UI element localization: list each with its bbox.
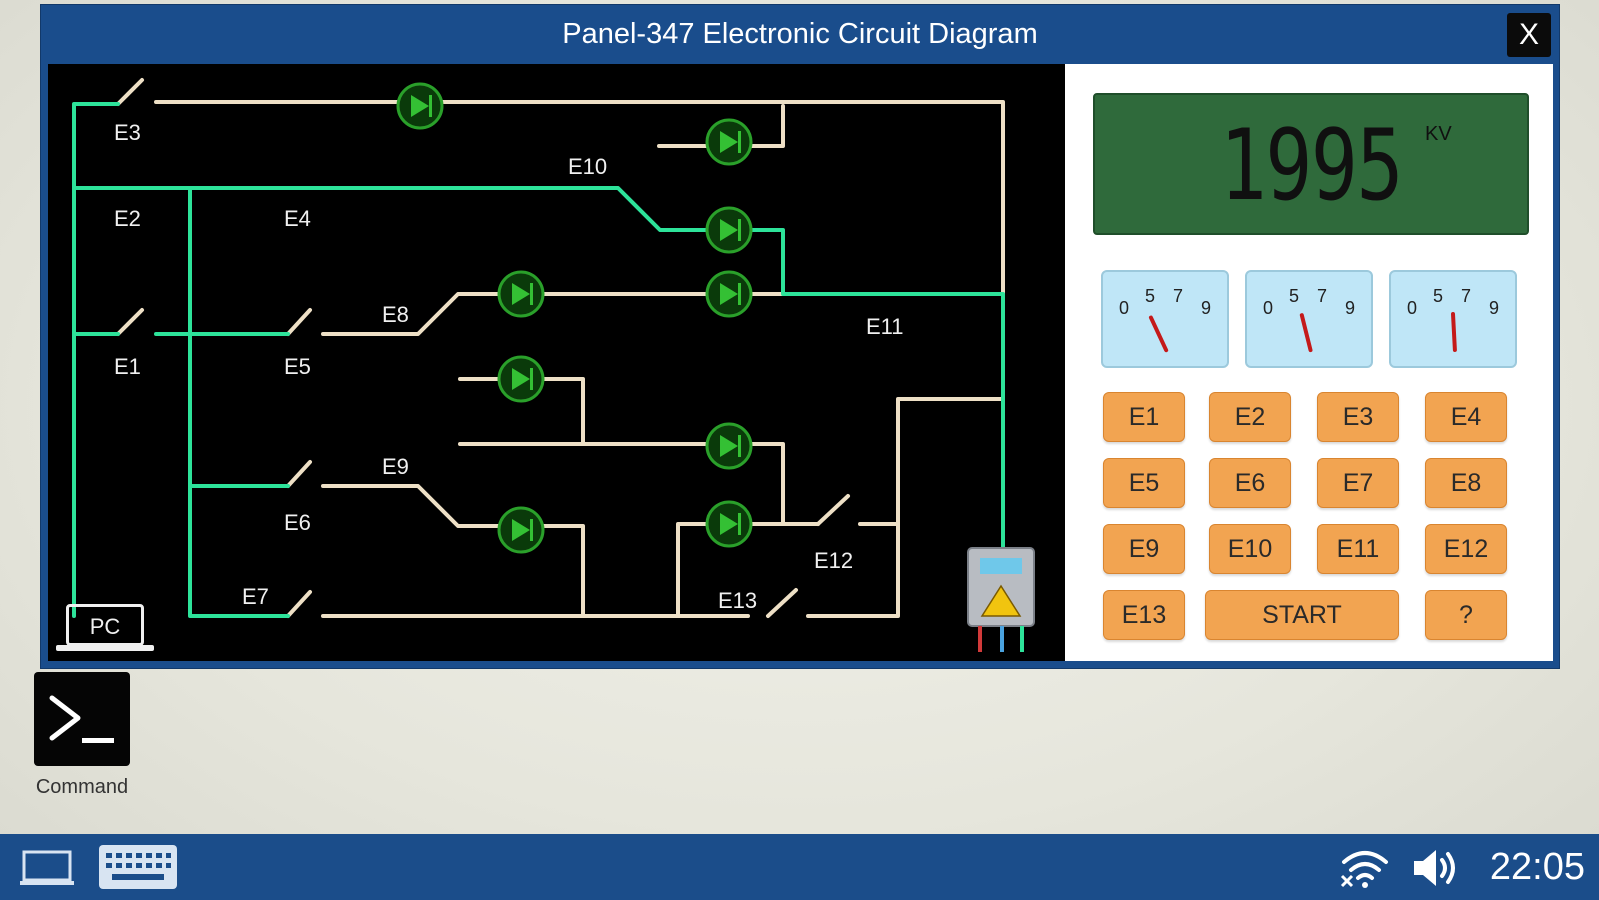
gauge-3: 0 5 7 9: [1389, 270, 1517, 368]
label-e1: E1: [114, 354, 141, 379]
taskbar-clock: 22:05: [1489, 846, 1585, 888]
gauge-scale-0: 0: [1263, 298, 1274, 318]
label-e13: E13: [718, 588, 758, 613]
diode-icon: [705, 500, 753, 548]
lcd-value: 1995: [1219, 109, 1404, 223]
pc-base: [56, 645, 154, 651]
key-e9[interactable]: E9: [1103, 524, 1185, 574]
wire-e9: [321, 484, 585, 618]
lcd-unit: KV: [1425, 123, 1452, 145]
wire-e10-branch: [657, 104, 785, 148]
speaker-icon[interactable]: [1410, 846, 1460, 890]
label-e11: E11: [866, 314, 904, 339]
label-e3: E3: [114, 120, 141, 145]
wire-e2-active: [188, 186, 290, 618]
key-e11[interactable]: E11: [1317, 524, 1399, 574]
label-e5: E5: [284, 354, 311, 379]
wire-main-left: [72, 102, 120, 618]
diode-icon: [705, 118, 753, 166]
gauge-scale-9: 9: [1345, 298, 1356, 318]
gauge-scale-5: 5: [1145, 286, 1156, 306]
circuit-diagram: E3 E10 E2 E4 E8 E11 E1 E5 E9 E6 E12 E7 E…: [48, 64, 1066, 661]
command-label: Command: [35, 776, 129, 798]
laptop-icon[interactable]: [20, 848, 76, 888]
gauge-2: 0 5 7 9: [1245, 270, 1373, 368]
wire-middle: [458, 442, 785, 526]
switch-e12: [816, 494, 850, 526]
label-e8: E8: [382, 302, 409, 327]
gauge-scale-0: 0: [1119, 298, 1130, 318]
switch-e1: [116, 308, 144, 336]
diode-icon: [705, 206, 753, 254]
gauge-scale-7: 7: [1173, 286, 1184, 306]
keyboard-icon[interactable]: [98, 844, 178, 890]
wire-top-bus: [154, 100, 1005, 296]
key-e6[interactable]: E6: [1209, 458, 1291, 508]
start-button[interactable]: START: [1205, 590, 1399, 640]
wire-e13-out: [806, 522, 900, 618]
key-e10[interactable]: E10: [1209, 524, 1291, 574]
command-icon[interactable]: [34, 672, 130, 766]
gauge-1: 0 5 7 9: [1101, 270, 1229, 368]
key-e5[interactable]: E5: [1103, 458, 1185, 508]
key-e4[interactable]: E4: [1425, 392, 1507, 442]
taskbar: 22:05: [0, 834, 1599, 900]
switch-e3: [116, 78, 144, 106]
key-e8[interactable]: E8: [1425, 458, 1507, 508]
switch-e6: [286, 460, 312, 488]
key-e3[interactable]: E3: [1317, 392, 1399, 442]
gauge-scale-7: 7: [1317, 286, 1328, 306]
circuit-wires: [72, 78, 1035, 652]
diode-icon: [705, 270, 753, 318]
gauge-scale-9: 9: [1201, 298, 1212, 318]
wire-e12-out: [858, 397, 1005, 526]
gauge-needle: [1148, 314, 1169, 353]
label-e6: E6: [284, 510, 311, 535]
key-e7[interactable]: E7: [1317, 458, 1399, 508]
circuit-window: Panel-347 Electronic Circuit Diagram X: [40, 4, 1560, 669]
label-e4: E4: [284, 206, 311, 231]
switch-e13: [766, 588, 798, 618]
diode-icon: [497, 270, 545, 318]
wire-e8: [321, 292, 785, 336]
window-title: Panel-347 Electronic Circuit Diagram: [562, 18, 1038, 50]
gauge-needle: [1450, 311, 1457, 353]
gauge-scale-0: 0: [1407, 298, 1418, 318]
switch-e7: [286, 590, 312, 618]
gauge-scale-9: 9: [1489, 298, 1500, 318]
label-e12: E12: [814, 548, 854, 573]
gauge-scale-5: 5: [1289, 286, 1300, 306]
label-e10: E10: [568, 154, 608, 179]
key-e1[interactable]: E1: [1103, 392, 1185, 442]
close-button[interactable]: X: [1507, 13, 1551, 57]
control-panel: 1995 KV 0 5 7 9 0 5 7 9 0 5 7 9 E1 E2 E3…: [1065, 64, 1553, 661]
label-e2: E2: [114, 206, 141, 231]
label-e9: E9: [382, 454, 409, 479]
pc-icon[interactable]: PC: [66, 604, 144, 646]
wifi-icon[interactable]: [1338, 846, 1392, 890]
key-e13[interactable]: E13: [1103, 590, 1185, 640]
diode-icon: [497, 506, 545, 554]
gauge-scale-7: 7: [1461, 286, 1472, 306]
key-e2[interactable]: E2: [1209, 392, 1291, 442]
label-e7: E7: [242, 584, 269, 609]
diode-icon: [705, 422, 753, 470]
power-box-icon[interactable]: [967, 547, 1035, 652]
gauge-scale-5: 5: [1433, 286, 1444, 306]
diode-icon: [396, 82, 444, 130]
diodes: [396, 82, 753, 554]
switch-e5: [286, 308, 312, 336]
help-button[interactable]: ?: [1425, 590, 1507, 640]
terminal-icon: [49, 695, 114, 743]
diode-icon: [497, 355, 545, 403]
wire-e10-active: [72, 186, 1005, 556]
key-e12[interactable]: E12: [1425, 524, 1507, 574]
lcd-display: 1995 KV: [1093, 93, 1529, 235]
gauge-needle: [1299, 312, 1313, 353]
